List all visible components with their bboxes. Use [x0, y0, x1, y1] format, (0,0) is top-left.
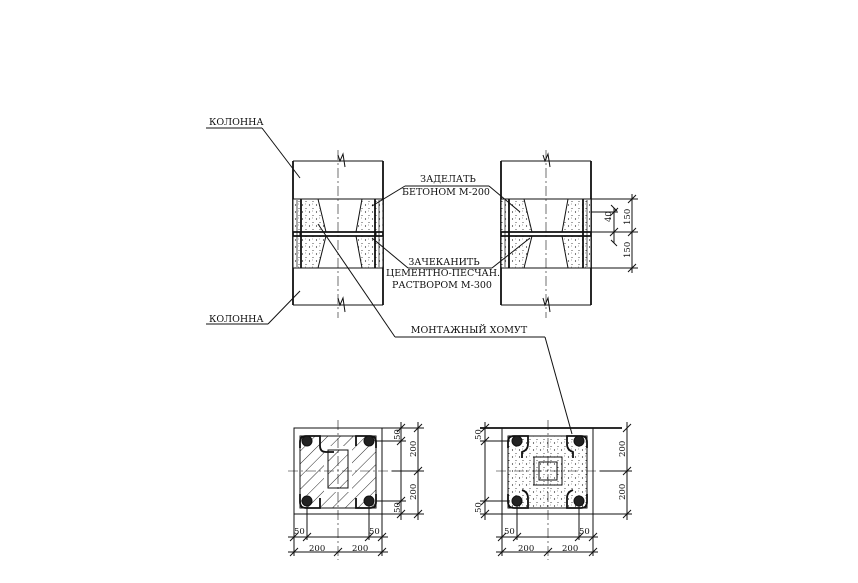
label-fill-concrete-2: БЕТОНОМ М-200	[402, 187, 490, 198]
label-column-bottom: КОЛОННА	[209, 314, 264, 325]
rp-dim-bottom-200-right: 200	[562, 544, 578, 554]
rp-dim-bottom-50-right: 50	[579, 527, 590, 537]
lp-dim-bottom-200-right: 200	[352, 544, 368, 554]
lp-dim-bottom-200-left: 200	[309, 544, 325, 554]
rp-dim-left-50-top: 50	[474, 429, 484, 440]
leaders	[206, 127, 573, 435]
right-elevation	[500, 150, 638, 318]
lp-dim-right-200-bottom: 200	[409, 484, 419, 500]
label-fill-concrete-1: ЗАДЕЛАТЬ	[420, 174, 476, 185]
rp-dim-right-200-top: 200	[618, 441, 628, 457]
label-caulk-3: РАСТВОРОМ М-300	[392, 280, 492, 291]
rp-dim-bottom-200-left: 200	[518, 544, 534, 554]
left-elevation	[292, 150, 384, 318]
label-column-top: КОЛОННА	[209, 117, 264, 128]
lp-dim-right-50-top: 50	[393, 429, 403, 440]
lp-dim-bottom-50-right: 50	[369, 527, 380, 537]
lp-dim-right-200-top: 200	[409, 441, 419, 457]
label-caulk-2: ЦЕМЕНТНО-ПЕСЧАН.	[386, 268, 500, 279]
rp-dim-bottom-50-left: 50	[504, 527, 515, 537]
label-mounting-clamp: МОНТАЖНЫЙ ХОМУТ	[411, 324, 528, 336]
right-plan	[480, 420, 632, 560]
lp-dim-bottom-50-left: 50	[294, 527, 305, 537]
left-plan	[288, 420, 424, 560]
rp-dim-left-50-bottom: 50	[474, 502, 484, 513]
rp-dim-right-200-bottom: 200	[618, 484, 628, 500]
dim-40: 40	[604, 211, 614, 222]
dim-150-top: 150	[623, 209, 633, 225]
label-caulk-1: ЗАЧЕКАНИТЬ	[408, 257, 480, 268]
dim-150-bottom: 150	[623, 242, 633, 258]
lp-dim-right-50-bottom: 50	[393, 502, 403, 513]
